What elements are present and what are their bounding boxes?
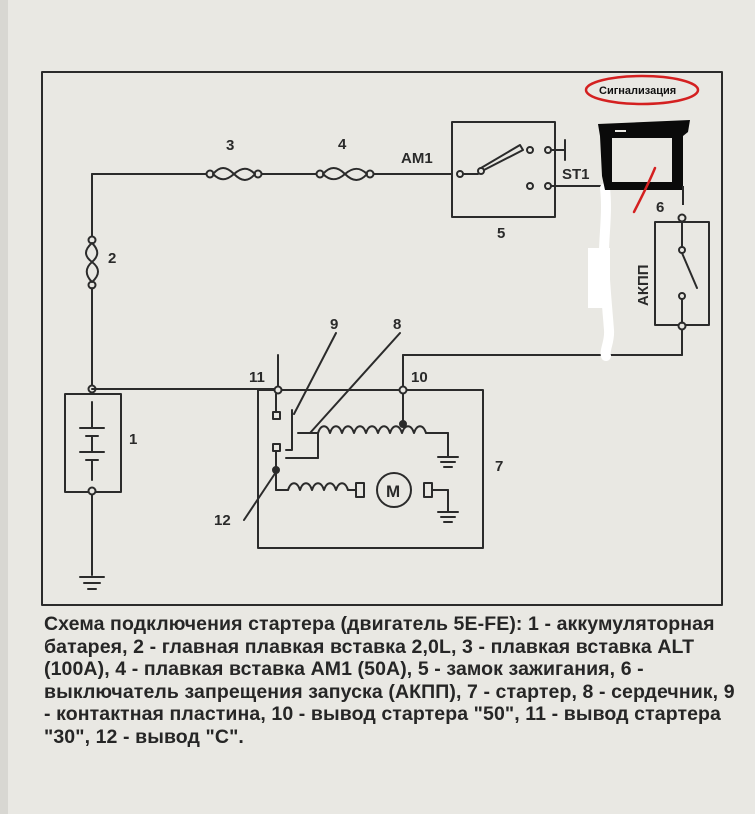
page-edge xyxy=(0,0,8,814)
terminal-12-label: 12 xyxy=(214,512,231,529)
ignition-switch-contacts xyxy=(456,139,606,190)
core-number: 8 xyxy=(393,316,401,333)
leader-12 xyxy=(243,471,277,521)
akpp-label: АКПП xyxy=(635,264,652,306)
whiteout-patch xyxy=(588,248,610,308)
terminal-10-label: 10 xyxy=(411,369,428,386)
motor-label: M xyxy=(386,482,400,501)
starter-internals xyxy=(272,393,459,523)
figure-caption: Схема подключения стартера (двигатель 5E… xyxy=(44,613,735,748)
battery-cells xyxy=(79,401,105,481)
leader-8 xyxy=(309,332,401,434)
fuse-4-symbol xyxy=(315,167,375,181)
diagram-frame xyxy=(41,71,723,606)
plate-number: 9 xyxy=(330,316,338,333)
starter-box xyxy=(257,389,484,549)
terminal-11-label: 11 xyxy=(249,369,265,386)
terminal-11 xyxy=(273,385,283,395)
starter-circuit-diagram: 3 4 2 AM1 ST1 5 6 АКПП 1 7 8 9 10 11 12 … xyxy=(41,71,723,606)
battery-number: 1 xyxy=(129,431,137,448)
starter-number: 7 xyxy=(495,458,503,475)
st1-label: ST1 xyxy=(562,166,590,183)
fuse-2-label: 2 xyxy=(108,250,116,267)
ground-symbol-battery xyxy=(79,576,105,590)
red-check-mark xyxy=(632,166,657,214)
alarm-label: Сигнализация xyxy=(599,85,676,97)
fuse-4-label: 4 xyxy=(338,136,347,153)
ignition-switch-number: 5 xyxy=(497,225,505,242)
inhibitor-switch-contacts xyxy=(677,213,698,331)
alarm-circle xyxy=(584,74,700,106)
am1-label: AM1 xyxy=(401,150,433,167)
fuse-3-symbol xyxy=(205,167,263,181)
inhibitor-switch-number: 6 xyxy=(656,199,664,216)
marker-window xyxy=(612,138,672,182)
terminal-10 xyxy=(398,385,408,395)
fuse-3-label: 3 xyxy=(226,137,234,154)
battery-terminal-bottom xyxy=(87,486,97,496)
ignition-switch-box xyxy=(451,121,556,218)
fuse-2-symbol xyxy=(85,235,99,290)
leader-9 xyxy=(293,332,337,415)
